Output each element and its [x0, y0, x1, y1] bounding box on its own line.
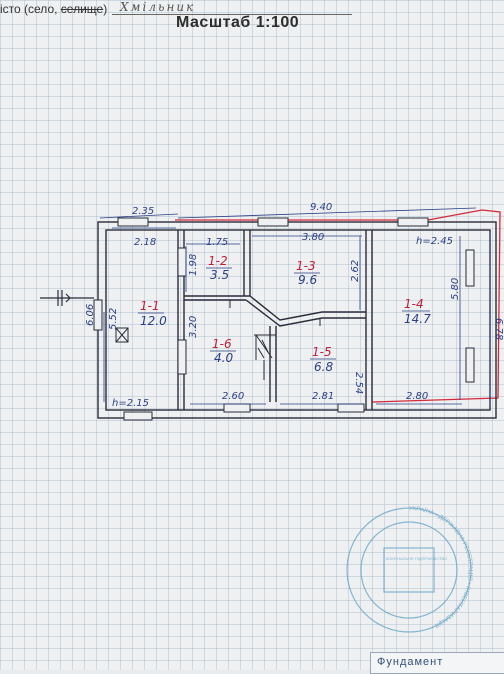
scale-title: Масштаб 1:100 — [176, 14, 300, 31]
dimension-lines — [99, 207, 491, 406]
room-1-4-area: 14.7 — [404, 312, 431, 326]
dim-room16-height: 3.20 — [188, 316, 199, 338]
red-contour — [175, 209, 501, 403]
entrance-marker — [40, 290, 94, 306]
location-struck: селище — [60, 2, 104, 16]
dim-room13-height: 2.62 — [350, 260, 361, 282]
room-1-1-area: 12.0 — [140, 314, 167, 328]
dim-room12-height: 1.98 — [188, 254, 199, 276]
room-1-3-id: 1-3 — [296, 259, 316, 273]
room-1-6-id: 1-6 — [212, 337, 232, 351]
dim-left-room-width: 2.18 — [134, 237, 156, 248]
room-1-1-id: 1-1 — [140, 299, 160, 313]
stamp-inner-text: КОМУНАЛЬНЕ ПІДПРИЄМСТВО — [386, 556, 447, 561]
dim-top-left: 2.35 — [132, 206, 154, 217]
svg-text:УКРАЇНА • ДЕРЖАВНА РЕЄСТРАЦІЯ: УКРАЇНА • ДЕРЖАВНА РЕЄСТРАЦІЯ • ІНВЕНТАР… — [409, 506, 473, 630]
dim-right-height-outer: 6.78 — [493, 318, 504, 340]
room-1-6-area: 4.0 — [214, 351, 233, 365]
location-underline — [112, 14, 352, 15]
door-symbols — [115, 300, 321, 380]
dim-bottom-room15: 2.81 — [312, 391, 334, 402]
official-stamp: УКРАЇНА • ДЕРЖАВНА РЕЄСТРАЦІЯ • ІНВЕНТАР… — [346, 506, 473, 633]
dim-room15-height: 2.54 — [353, 372, 364, 394]
dim-bottom-room16: 2.60 — [222, 391, 244, 402]
location-prefix: істо (село, — [0, 2, 61, 16]
room-1-5-area: 6.8 — [314, 360, 333, 374]
location-suffix: ) — [103, 2, 108, 16]
handwritten-location: Хмільник — [120, 0, 196, 14]
ceiling-right: h=2.45 — [416, 236, 453, 247]
room-1-4-id: 1-4 — [404, 297, 424, 311]
dim-left-height-outer: 6.06 — [85, 304, 96, 326]
room-1-2-id: 1-2 — [208, 254, 228, 268]
dim-top-overall: 9.40 — [310, 202, 332, 213]
dim-central-room-width: 3.80 — [302, 232, 324, 243]
stamp-outer-text: УКРАЇНА • ДЕРЖАВНА РЕЄСТРАЦІЯ • ІНВЕНТАР… — [409, 506, 473, 630]
dim-bottom-room14: 2.80 — [406, 391, 428, 402]
dim-small-room-width: 1.75 — [206, 237, 228, 248]
ceiling-left: h=2.15 — [112, 398, 149, 409]
dimension-labels: 2.35 9.40 2.18 1.75 3.80 6.78 5.80 6.06 … — [85, 202, 504, 409]
room-1-2-area: 3.5 — [210, 268, 229, 282]
dim-right-height-inner: 5.80 — [450, 278, 461, 300]
room-labels: 1-1 12.0 1-2 3.5 1-3 9.6 1-4 14.7 1-5 6.… — [138, 254, 431, 374]
room-1-5-id: 1-5 — [312, 345, 332, 359]
location-line: істо (село, селище) — [0, 2, 107, 16]
dim-left-height-inner: 5.52 — [108, 308, 119, 330]
footer-label-box: Фундамент — [370, 652, 504, 674]
room-1-3-area: 9.6 — [298, 273, 317, 287]
outer-walls — [97, 221, 497, 419]
footer-label: Фундамент — [377, 656, 444, 668]
